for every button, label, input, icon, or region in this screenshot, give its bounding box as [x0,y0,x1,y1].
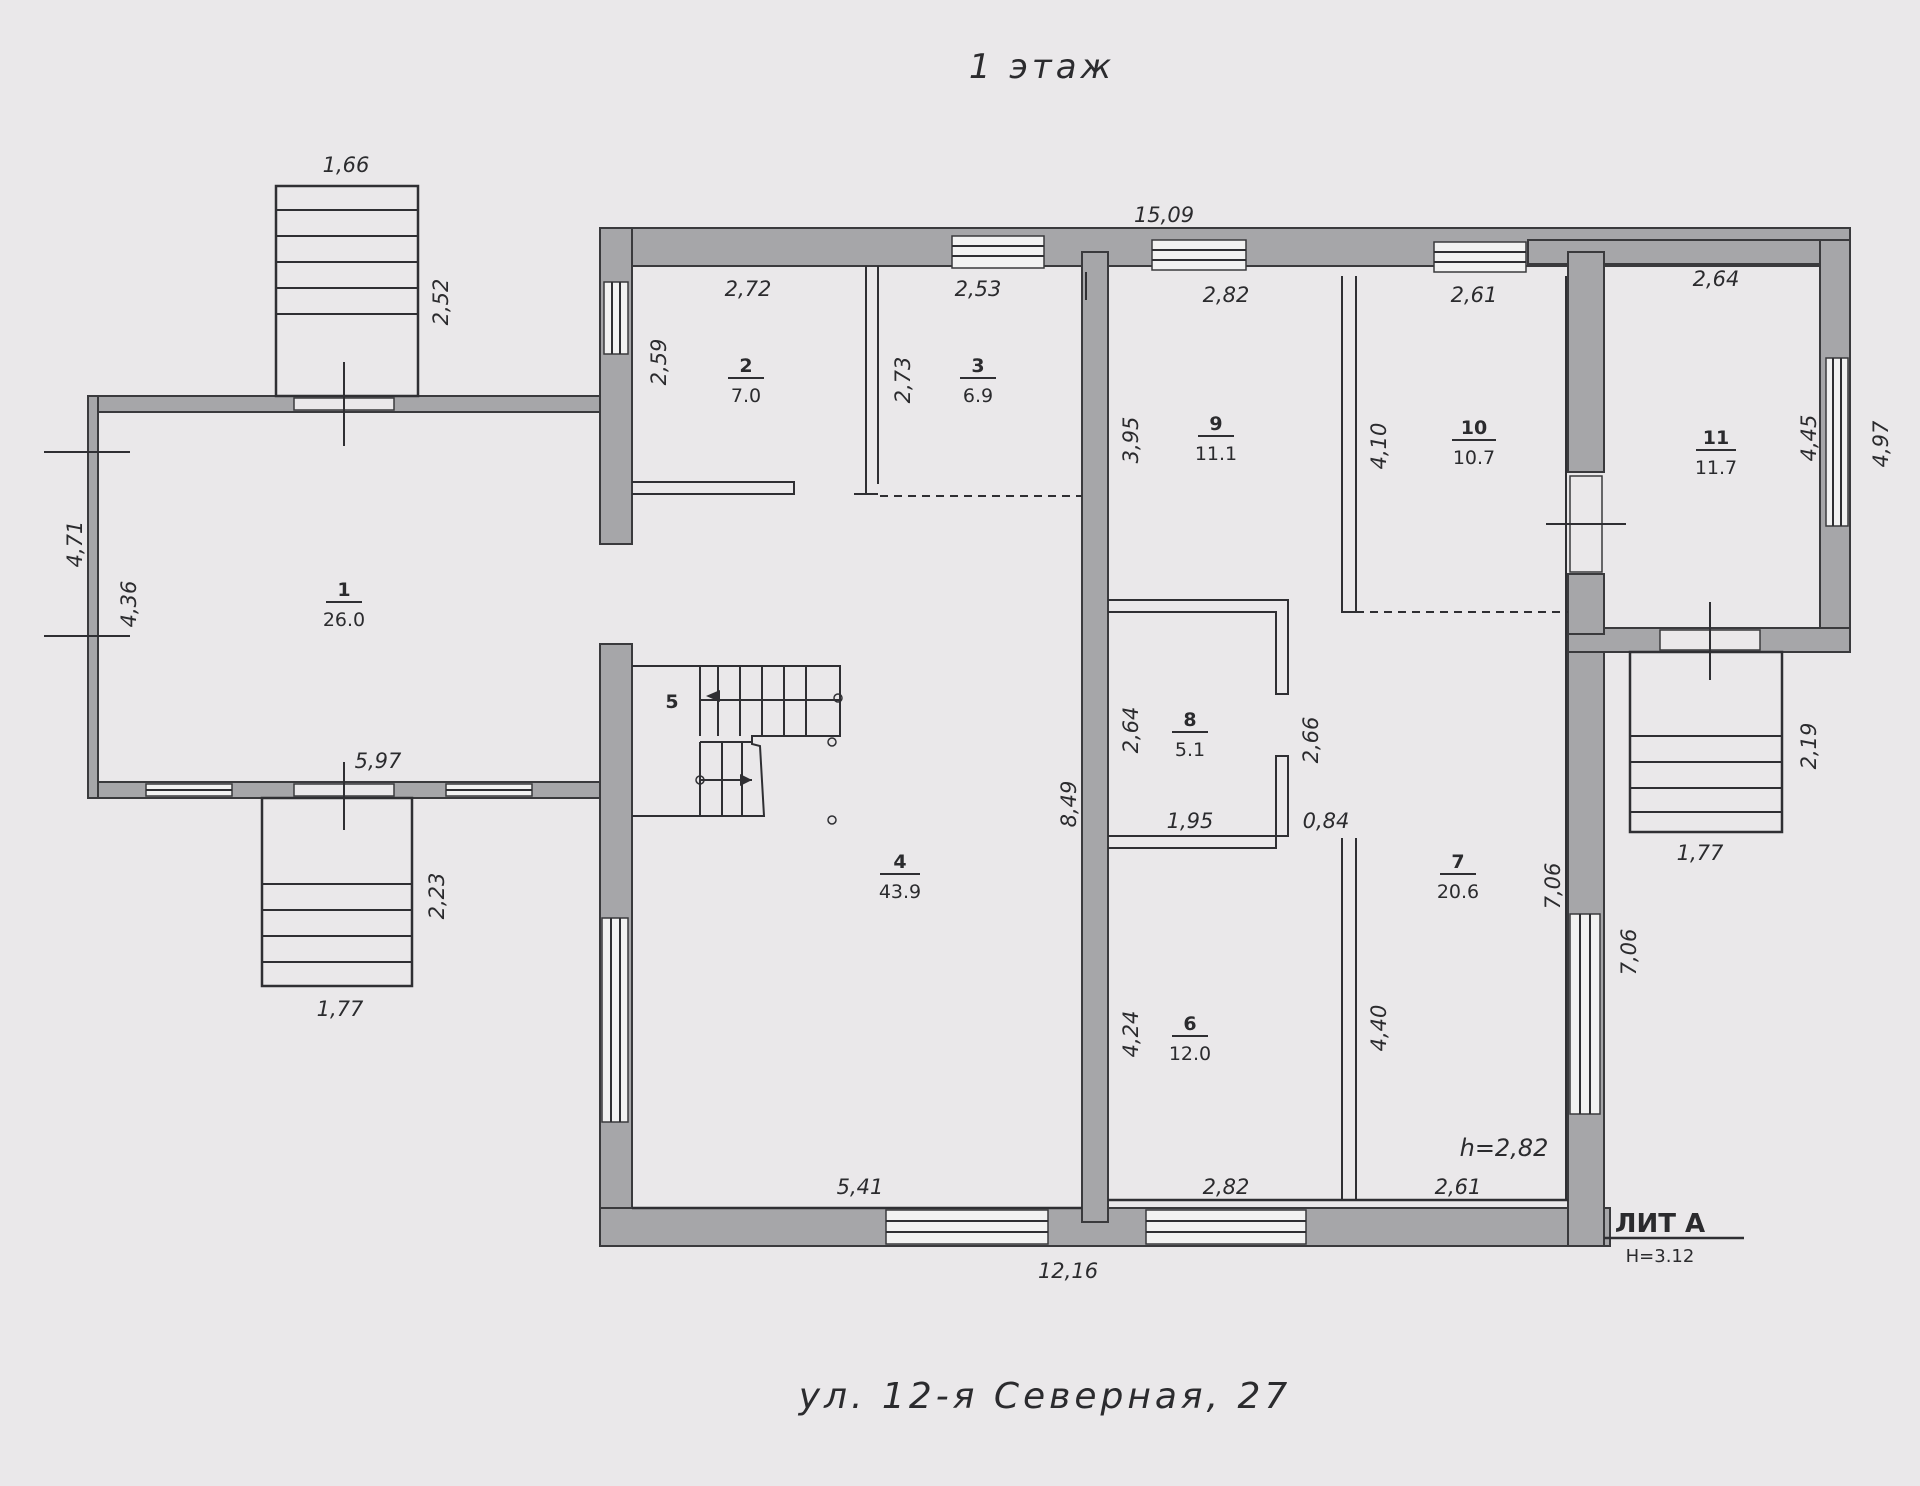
internal-staircase [632,665,843,825]
room-area: 6.9 [963,385,993,407]
room-number: 9 [1209,413,1222,435]
room-number: 5 [665,691,678,713]
room-number: 6 [1183,1013,1196,1035]
dimension-label: 2,53 [955,277,1002,301]
room-2-label: 2 7.0 [728,355,764,407]
dimension-label: 15,09 [1134,203,1194,227]
room-number: 1 [337,579,350,601]
dimension-label: 0,84 [1303,809,1350,833]
room-number: 11 [1703,427,1729,449]
dimension-label: 1,95 [1167,809,1214,833]
dimension-label: 1,77 [317,997,364,1021]
dimension-label: 4,24 [1119,1011,1143,1058]
window [885,1209,1049,1245]
external-stairs-right [1628,650,1784,834]
dimension-labels: 1,66 2,52 15,09 2,72 2,53 2,82 2,61 2,64… [63,153,1893,1283]
dimension-label: 5,41 [837,1175,884,1199]
window [1151,239,1247,271]
room-3-label: 3 6.9 [960,355,996,407]
dimension-label: 1,66 [323,153,370,177]
dimension-label: 2,82 [1203,1175,1250,1199]
dimension-label: 2,64 [1119,707,1143,754]
room-4-label: 4 43.9 [879,851,921,903]
room-7-label: 7 20.6 [1437,851,1479,903]
room-number: 7 [1451,851,1464,873]
dimension-label: 2,52 [429,279,453,326]
dimension-label: 8,49 [1057,781,1081,828]
room-area: 11.1 [1195,443,1237,465]
dimension-label: 4,36 [117,581,141,628]
room-area: 7.0 [731,385,761,407]
window [601,917,629,1123]
room-area: 26.0 [323,609,365,631]
room-area: 20.6 [1437,881,1479,903]
external-stairs-bottom [260,796,414,988]
room-area: 11.7 [1695,457,1737,479]
dimension-label: 4,10 [1367,423,1391,470]
room-8-label: 8 5.1 [1172,709,1208,761]
window [951,235,1045,269]
dimension-label: 4,71 [63,521,87,568]
dimension-label: 2,61 [1451,283,1498,307]
dimension-label: 2,23 [425,873,449,920]
room-area: 43.9 [879,881,921,903]
address-label: ул. 12-я Северная, 27 [798,1376,1292,1417]
liter-stamp: ЛИТ А H=3.12 [1604,1209,1744,1267]
dimension-label: 2,66 [1299,717,1323,764]
external-stairs-top [274,184,420,398]
floor-title: 1 этаж [969,47,1115,87]
room-number: 10 [1461,417,1487,439]
liter-label: ЛИТ А [1615,1209,1705,1239]
dimension-label: 2,73 [891,357,915,404]
dimension-label: 2,64 [1693,267,1740,291]
room-area: 12.0 [1169,1043,1211,1065]
window [1825,357,1849,527]
liter-height: H=3.12 [1626,1246,1695,1267]
dimension-label: 7,06 [1541,863,1565,910]
dimension-label: 2,19 [1797,723,1821,770]
dimension-label: 4,40 [1367,1005,1391,1052]
room-number: 4 [893,851,906,873]
dimension-label: 3,95 [1119,417,1143,464]
room-6-label: 6 12.0 [1169,1013,1211,1065]
room-number: 8 [1183,709,1196,731]
ceiling-height-label: h=2,82 [1460,1134,1549,1162]
dimension-label: 2,82 [1203,283,1250,307]
dimension-label: 2,61 [1435,1175,1482,1199]
dimension-label: 4,45 [1797,415,1821,462]
window [1433,241,1527,273]
room-9-label: 9 11.1 [1195,413,1237,465]
dimension-label: 1,77 [1677,841,1724,865]
window [1145,1209,1307,1245]
room-area: 10.7 [1453,447,1495,469]
room-1-label: 1 26.0 [323,579,365,631]
room-11-label: 11 11.7 [1695,427,1737,479]
dimension-label: 7,06 [1617,929,1641,976]
dimension-label: 5,97 [355,749,402,773]
dimension-label: 2,72 [725,277,772,301]
room-5-label: 5 [665,691,678,713]
windows [145,235,1849,1245]
room-area: 5.1 [1175,739,1205,761]
dimension-label: 12,16 [1038,1259,1098,1283]
doors [44,362,1761,830]
room-10-label: 10 10.7 [1452,417,1496,469]
room-number: 2 [739,355,752,377]
dimension-label: 2,59 [647,339,671,386]
interior-walls [632,251,1568,1223]
room-number: 3 [971,355,984,377]
window [603,281,629,355]
dimension-label: 4,97 [1869,420,1893,467]
window [1569,913,1601,1115]
